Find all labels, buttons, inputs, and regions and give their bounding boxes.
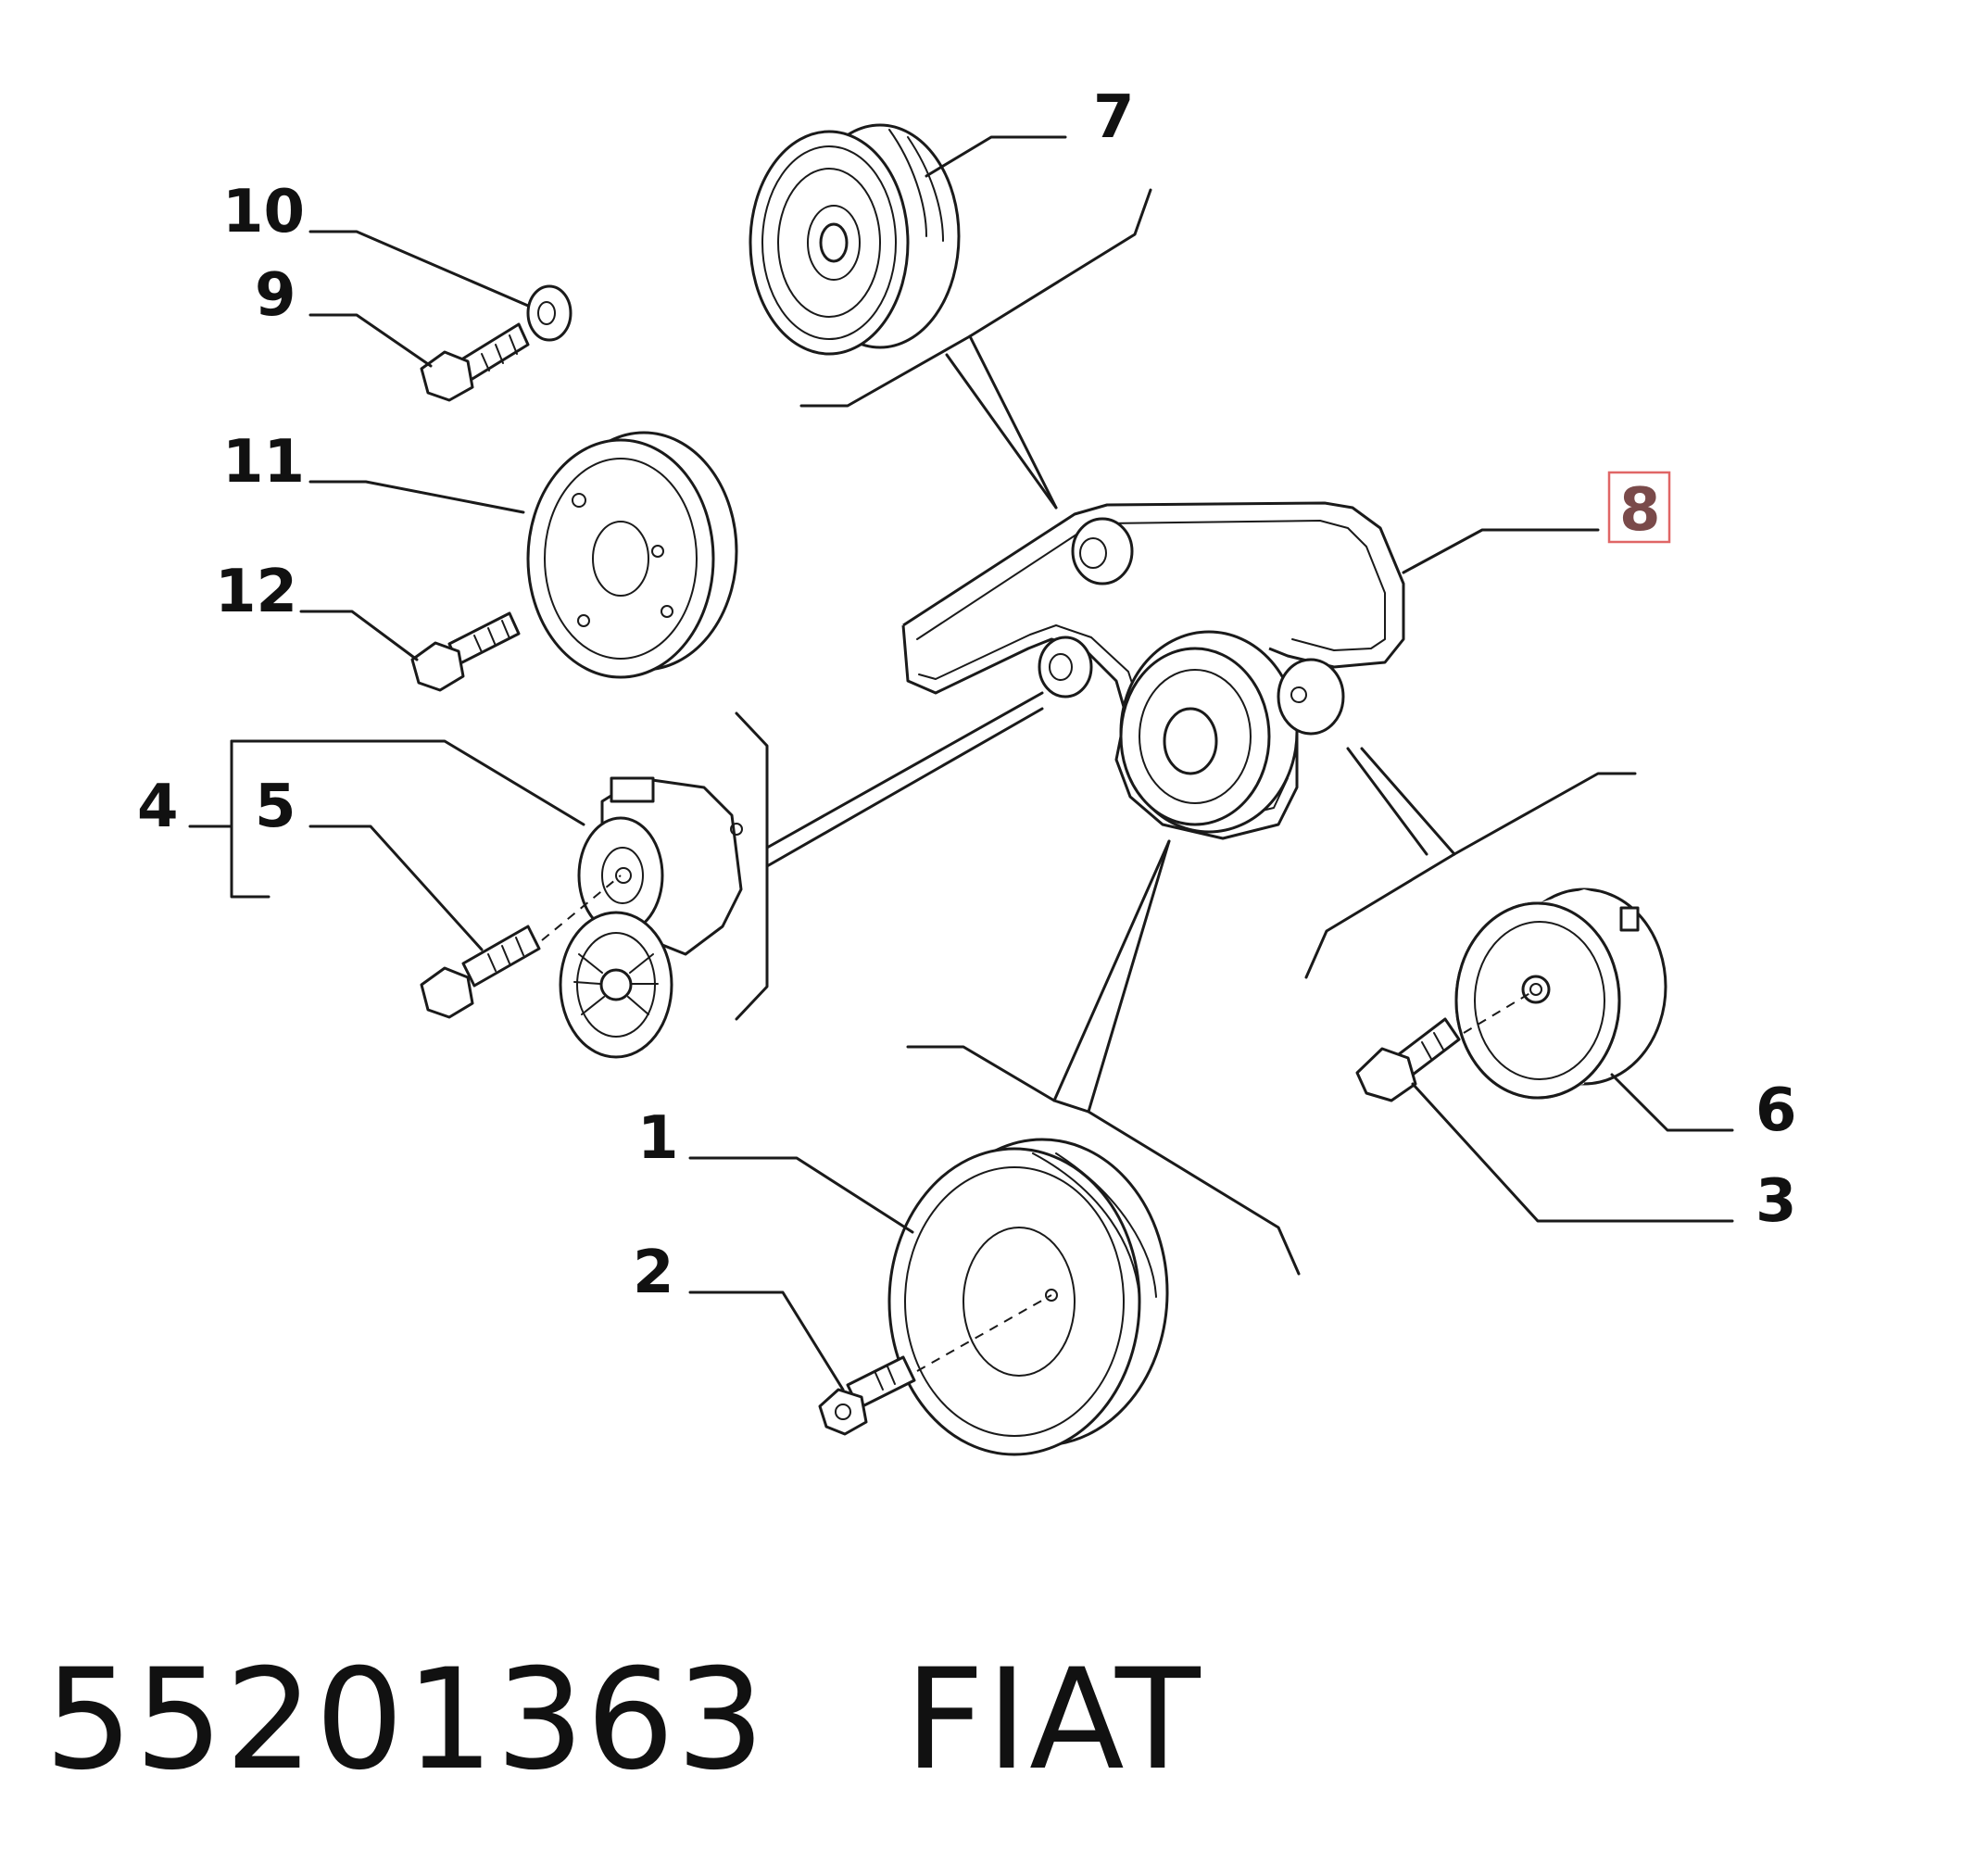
callout-9[interactable]: 9 — [255, 261, 296, 330]
part-number: 55201363 — [44, 1640, 767, 1801]
bolt-3 — [1355, 990, 1534, 1102]
callout-12[interactable]: 12 — [215, 558, 297, 626]
callout-11[interactable]: 11 — [222, 428, 305, 497]
callout-7[interactable]: 7 — [1093, 83, 1135, 152]
footer-caption: 55201363 FIAT — [44, 1640, 1202, 1801]
group-bracket-left — [735, 691, 1044, 1021]
bolt-5 — [420, 875, 622, 1019]
callout-1[interactable]: 1 — [637, 1104, 679, 1173]
washer-10 — [526, 284, 572, 342]
group-bracket-right — [1304, 747, 1637, 979]
bolt-9 — [420, 322, 530, 402]
pulley-1 — [887, 1138, 1169, 1456]
callout-6[interactable]: 6 — [1755, 1076, 1797, 1145]
pulley-6 — [1454, 887, 1667, 1100]
callout-4[interactable]: 4 — [137, 773, 179, 841]
brand-name: FIAT — [904, 1640, 1202, 1801]
tensioner-4 — [559, 776, 743, 1059]
callout-8[interactable]: 8 — [1619, 476, 1661, 545]
bolt-2 — [818, 1294, 1052, 1436]
group-bracket-bottom — [906, 839, 1301, 1276]
group-bracket-top — [799, 188, 1152, 510]
callout-3[interactable]: 3 — [1755, 1167, 1797, 1236]
callout-10[interactable]: 10 — [222, 178, 305, 246]
callout-8-highlight-box — [1607, 471, 1671, 544]
belt-8 — [901, 501, 1405, 840]
leader-lines — [188, 135, 1734, 1391]
bolt-12 — [410, 611, 521, 692]
pulley-7 — [749, 123, 961, 356]
callout-labels: 7 10 9 11 12 4 5 8 6 3 1 2 — [137, 83, 1797, 1307]
pulley-11 — [526, 431, 738, 679]
callout-2[interactable]: 2 — [633, 1239, 674, 1307]
callout-5[interactable]: 5 — [255, 773, 296, 841]
